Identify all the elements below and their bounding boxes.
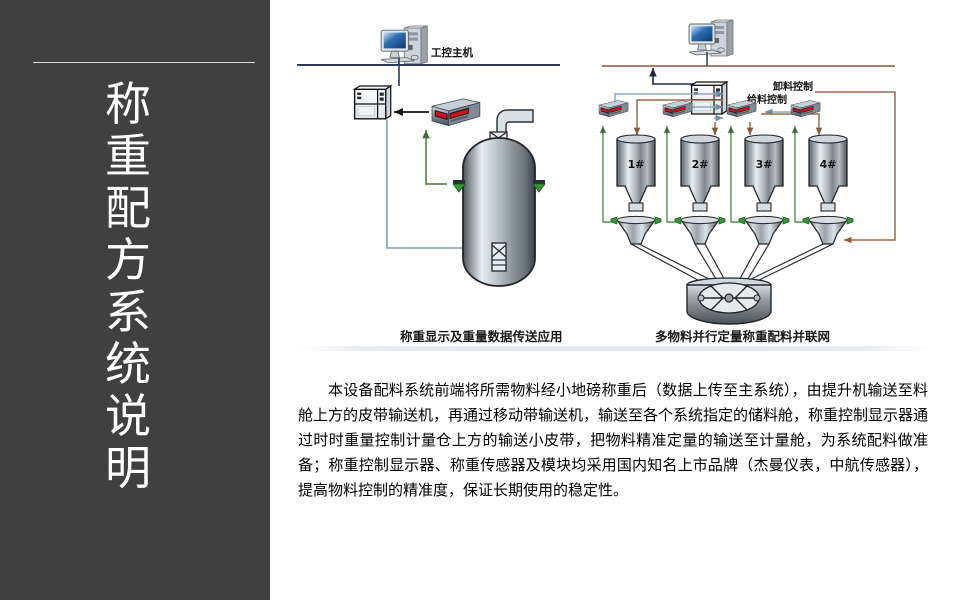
- title-panel: 称重配方系统说明: [0, 0, 270, 600]
- weighing-indicator-2: [662, 100, 693, 118]
- silo-group-1: 1#: [598, 100, 662, 245]
- discharge-control-loop-line: [815, 91, 896, 244]
- feed-control-label: 给料控制: [747, 93, 787, 106]
- content-area: 工控主机: [270, 0, 960, 600]
- silo-body-3: [744, 138, 784, 205]
- figure-footer-band: [295, 346, 930, 351]
- feed-control-silo4-line: [761, 113, 823, 135]
- left-diagram-caption: 称重显示及重量数据传送应用: [400, 329, 563, 344]
- loadcell-line-1: [599, 126, 611, 223]
- silo-group-4: 4#: [790, 100, 854, 245]
- loadcell-to-indicator-line: [422, 130, 447, 185]
- silo-label-1: 1#: [628, 158, 645, 171]
- plc-cabinet-left: [353, 85, 392, 120]
- weighing-indicator-left: [431, 98, 481, 127]
- right-diagram: 卸料控制 给料控制: [598, 19, 896, 325]
- weighing-indicator-3: [726, 100, 757, 118]
- industrial-pc-icon-right: [688, 19, 734, 57]
- silo-group-3: 3#: [726, 100, 790, 245]
- silo-label-3: 3#: [756, 158, 773, 171]
- right-diagram-caption: 多物料并行定量称重配料并联网: [655, 329, 831, 344]
- silo-label-4: 4#: [820, 158, 837, 171]
- discharge-chutes: [630, 243, 834, 287]
- silo-label-2: 2#: [692, 158, 709, 171]
- feed-control-silo1-line: [633, 99, 723, 135]
- silo-group-2: 2#: [662, 100, 726, 245]
- left-diagram: 工控主机: [297, 25, 560, 287]
- system-diagram-svg: 工控主机: [297, 19, 896, 325]
- loadcell-line-4: [791, 126, 803, 223]
- industrial-host-label: 工控主机: [431, 46, 473, 59]
- plc-to-valve-control-line: [386, 120, 491, 252]
- body-paragraph: 本设备配料系统前端将所需物料经小地磅称重后（数据上传至主系统），由提升机输送至料…: [298, 381, 929, 499]
- silo-body-4: [808, 138, 848, 205]
- system-diagram-figure: 工控主机: [295, 8, 930, 352]
- title-divider-rule: [33, 62, 255, 63]
- silo-body-2: [680, 138, 720, 205]
- plc-to-bus-arrow: [649, 68, 707, 85]
- plc-cabinet-right: [690, 81, 728, 115]
- loadcell-line-2: [663, 126, 675, 223]
- mixer-unit: [686, 277, 772, 325]
- page-title: 称重配方系统说明: [105, 77, 151, 495]
- industrial-pc-icon: [380, 25, 428, 65]
- weighing-indicator-1: [598, 100, 629, 118]
- discharge-control-label: 卸料控制: [773, 80, 813, 93]
- indicator1-signal-line: [614, 90, 723, 101]
- loadcell-line-3: [727, 126, 739, 223]
- weighing-tank: [452, 109, 546, 287]
- silo-body-1: [616, 138, 656, 205]
